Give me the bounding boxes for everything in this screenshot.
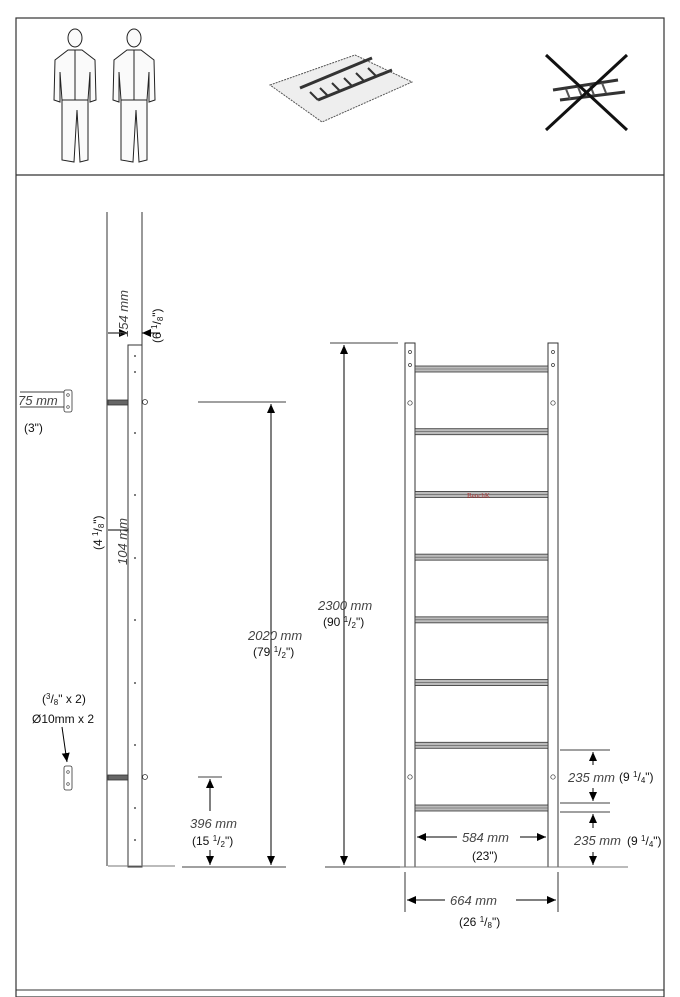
front-view-ladder: BenchK — [400, 342, 628, 868]
outer-width-in: (26 1/8") — [459, 915, 500, 930]
total-height-mm: 2300 mm — [317, 598, 372, 613]
lower-wall-bracket — [107, 774, 129, 781]
total-height-in: (90 1/2") — [323, 615, 364, 630]
rung-pitch-in: (9 1/4") — [619, 770, 654, 785]
bracket-length-in: (3") — [24, 421, 43, 435]
side-width-in: (6 1/8") — [150, 308, 165, 343]
side-rail — [127, 344, 143, 868]
left-rail — [404, 342, 416, 868]
two-people-icon — [53, 28, 156, 163]
upper-bracket-plate-icon — [63, 389, 73, 413]
inner-width-mm: 584 mm — [462, 830, 509, 845]
outer-frame — [15, 17, 665, 997]
lower-mount-height-in: (15 1/2") — [192, 834, 233, 849]
bottom-rung-height-mm: 235 mm — [573, 833, 621, 848]
rung-spacing-mm: 104 mm — [115, 518, 130, 565]
bolt-size-in: (3/8" x 2) — [42, 692, 86, 707]
rung-spacing-in: (4 1/8") — [91, 515, 106, 550]
side-view-ladder — [106, 212, 175, 868]
bottom-rung-height-in: (9 1/4") — [627, 834, 662, 849]
ladder-on-rug-icon — [268, 54, 414, 123]
bracket-height-in: (79 1/2") — [253, 645, 294, 660]
bolt-size-mm: Ø10mm x 2 — [32, 712, 94, 726]
outer-width-mm: 664 mm — [450, 893, 497, 908]
ladder-on-floor-crossed-icon — [544, 53, 629, 132]
rung-pitch-mm: 235 mm — [567, 770, 615, 785]
lower-mount-height-mm: 396 mm — [190, 816, 237, 831]
bracket-length-mm: 75 mm — [18, 393, 58, 408]
person-right — [112, 28, 156, 163]
brand-label: BenchK — [467, 492, 490, 500]
upper-wall-bracket — [107, 399, 129, 406]
right-rail — [547, 342, 559, 868]
side-width-mm: 154 mm — [116, 290, 131, 337]
lower-bracket-plate-icon — [63, 765, 73, 791]
person-left — [53, 28, 97, 163]
rungs — [414, 365, 549, 812]
inner-width-in: (23") — [472, 849, 498, 863]
bracket-height-mm: 2020 mm — [247, 628, 302, 643]
